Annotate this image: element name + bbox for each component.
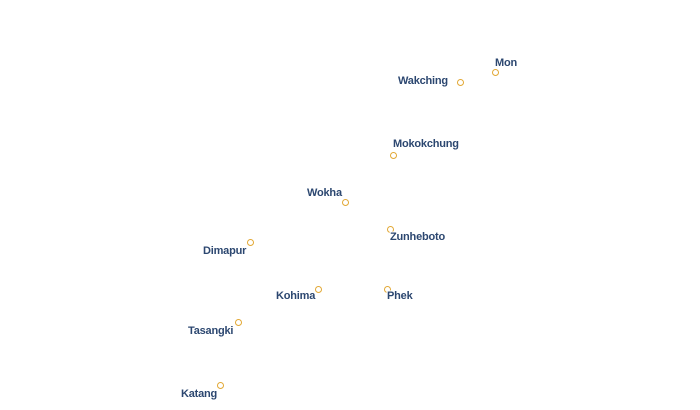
place-label: Zunheboto bbox=[390, 231, 446, 243]
place-marker-icon[interactable] bbox=[314, 285, 322, 293]
place-marker-icon[interactable] bbox=[491, 68, 499, 76]
place-marker-icon[interactable] bbox=[383, 285, 391, 293]
place-marker-icon[interactable] bbox=[386, 225, 394, 233]
place-label: Mokokchung bbox=[393, 138, 459, 150]
place-marker-icon[interactable] bbox=[341, 198, 349, 206]
place-marker-icon[interactable] bbox=[456, 78, 464, 86]
place-marker-icon[interactable] bbox=[216, 381, 224, 389]
place-marker-icon[interactable] bbox=[246, 238, 254, 246]
place-marker-icon[interactable] bbox=[389, 151, 397, 159]
place-marker-icon[interactable] bbox=[234, 318, 242, 326]
place-label: Kohima bbox=[276, 290, 316, 302]
place-label: Tasangki bbox=[188, 325, 234, 337]
place-label: Katang bbox=[181, 388, 218, 400]
place-label: Wokha bbox=[307, 187, 342, 199]
place-label: Mon bbox=[495, 57, 518, 69]
place-label: Wakching bbox=[398, 75, 448, 87]
place-label: Dimapur bbox=[203, 245, 247, 257]
place-label: Phek bbox=[387, 290, 413, 302]
